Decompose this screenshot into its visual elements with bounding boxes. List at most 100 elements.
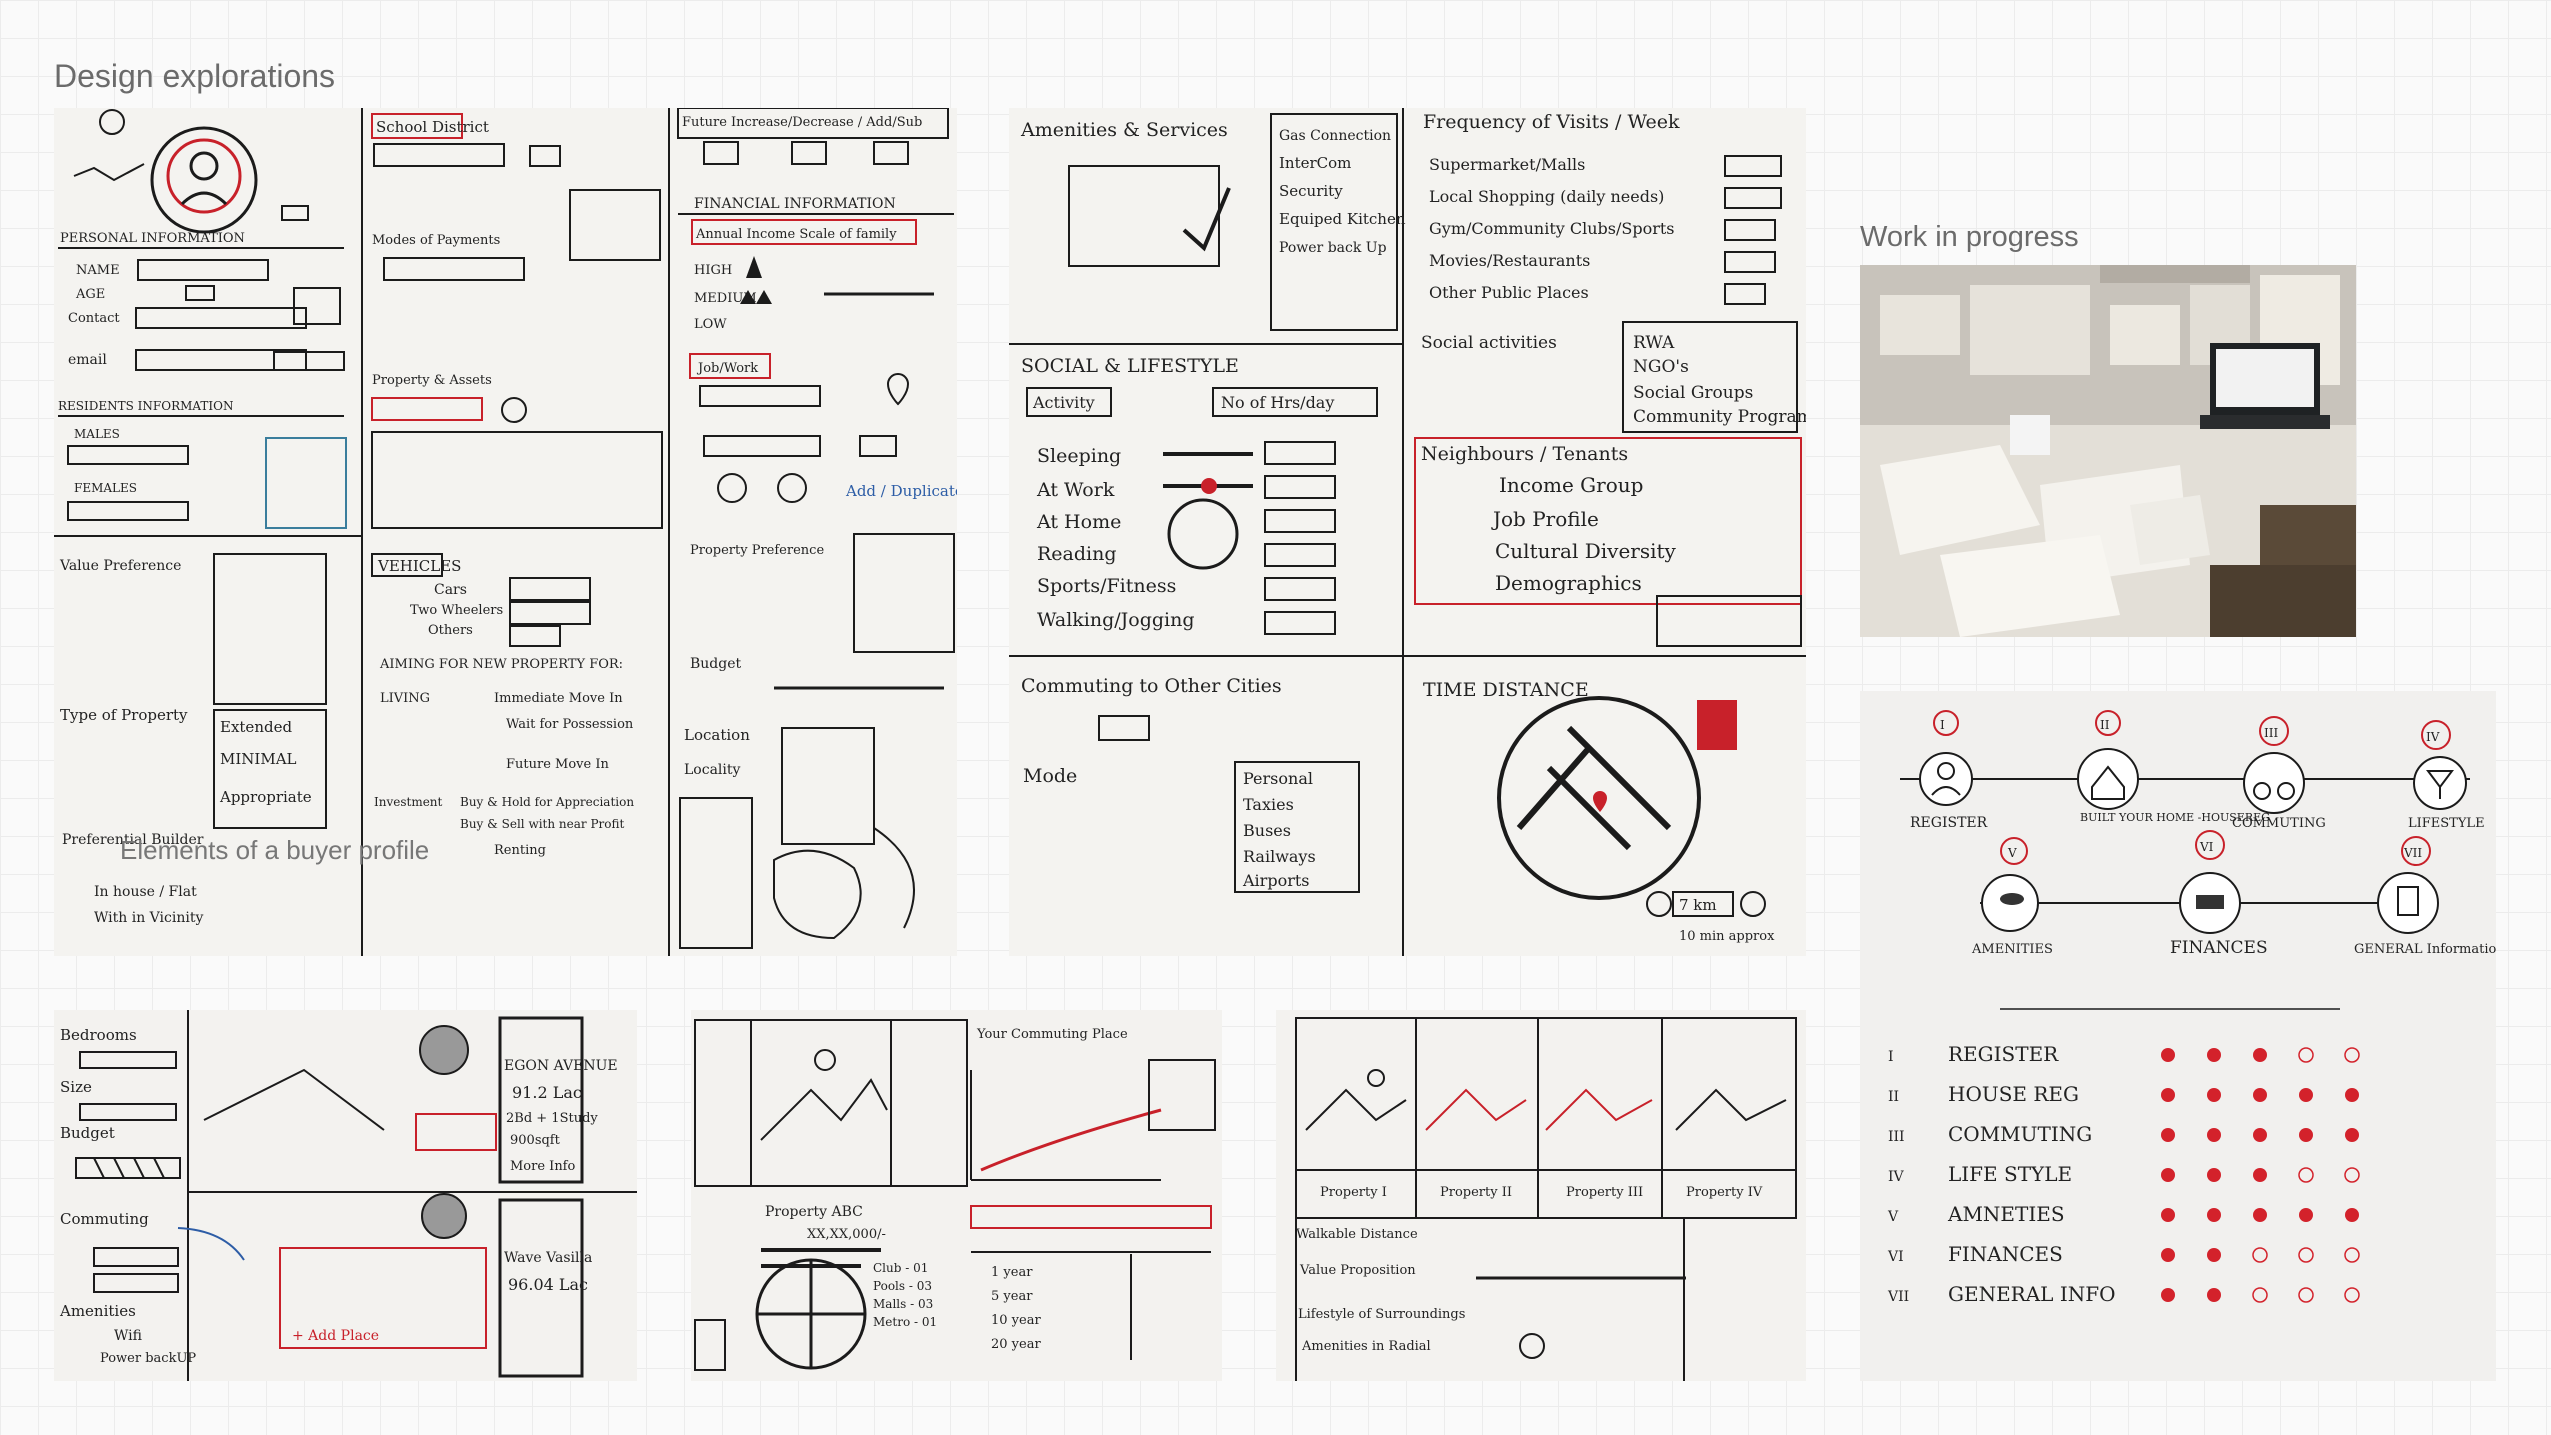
svg-text:I: I xyxy=(1940,718,1945,732)
svg-text:Buy & Sell with near Profit: Buy & Sell with near Profit xyxy=(460,817,624,831)
svg-text:In house / Flat: In house / Flat xyxy=(94,884,197,900)
progress-row-label: LIFE STYLE xyxy=(1948,1162,2072,1186)
svg-text:Social Groups: Social Groups xyxy=(1633,383,1753,403)
svg-text:Commuting: Commuting xyxy=(60,1210,149,1228)
svg-text:Lifestyle of Surroundings: Lifestyle of Surroundings xyxy=(1298,1307,1465,1322)
svg-text:GENERAL Information: GENERAL Information xyxy=(2354,942,2496,957)
svg-text:Investment: Investment xyxy=(374,795,443,809)
svg-text:5 year: 5 year xyxy=(991,1289,1033,1304)
svg-text:School District: School District xyxy=(376,118,489,136)
svg-text:2Bd + 1Study: 2Bd + 1Study xyxy=(506,1111,598,1126)
svg-text:Walking/Jogging: Walking/Jogging xyxy=(1037,609,1195,631)
svg-text:Activity: Activity xyxy=(1032,393,1095,412)
progress-dot-filled xyxy=(2161,1168,2175,1182)
progress-dot-filled xyxy=(2253,1048,2267,1062)
progress-dot-empty xyxy=(2298,1047,2314,1063)
progress-row-number: I xyxy=(1888,1049,1894,1065)
svg-text:Property & Assets: Property & Assets xyxy=(372,373,492,388)
progress-row-number: V xyxy=(1887,1209,1899,1225)
svg-text:Wait for Possession: Wait for Possession xyxy=(506,717,634,732)
svg-text:TIME DISTANCE: TIME DISTANCE xyxy=(1423,679,1589,701)
svg-text:Gas Connection: Gas Connection xyxy=(1279,128,1391,144)
svg-text:SOCIAL & LIFESTYLE: SOCIAL & LIFESTYLE xyxy=(1021,355,1239,377)
progress-row-label: FINANCES xyxy=(1948,1242,2063,1266)
svg-text:LIFESTYLE: LIFESTYLE xyxy=(2408,816,2485,831)
progress-dot-filled xyxy=(2345,1208,2359,1222)
svg-text:NGO's: NGO's xyxy=(1633,357,1689,377)
progress-row-number: IV xyxy=(1888,1169,1905,1185)
svg-text:AGE: AGE xyxy=(75,287,105,302)
svg-text:COMMUTING: COMMUTING xyxy=(2232,816,2326,831)
svg-text:LIVING: LIVING xyxy=(380,691,430,706)
svg-text:Frequency of Visits / Week: Frequency of Visits / Week xyxy=(1423,111,1680,133)
svg-text:AMENITIES: AMENITIES xyxy=(1971,942,2053,957)
svg-text:Sports/Fitness: Sports/Fitness xyxy=(1037,575,1176,597)
svg-text:HIGH: HIGH xyxy=(694,263,732,278)
svg-text:Airports: Airports xyxy=(1242,871,1309,890)
svg-text:AIMING FOR NEW PROPERTY FOR:: AIMING FOR NEW PROPERTY FOR: xyxy=(379,657,623,672)
svg-text:1 year: 1 year xyxy=(991,1265,1033,1280)
svg-text:Your Commuting Place: Your Commuting Place xyxy=(976,1027,1128,1042)
progress-dot-filled xyxy=(2161,1208,2175,1222)
svg-text:Buses: Buses xyxy=(1243,821,1291,840)
svg-text:Value Preference: Value Preference xyxy=(59,558,181,574)
flow-step-amenities: V AMENITIES xyxy=(1971,837,2053,957)
progress-row-number: VI xyxy=(1887,1249,1904,1265)
svg-text:Commuting to Other Cities: Commuting to Other Cities xyxy=(1021,675,1282,697)
svg-text:Railways: Railways xyxy=(1243,847,1316,866)
svg-text:Supermarket/Malls: Supermarket/Malls xyxy=(1429,155,1585,174)
svg-text:Power back Up: Power back Up xyxy=(1279,240,1387,256)
svg-text:Immediate Move In: Immediate Move In xyxy=(494,691,623,706)
progress-dot-filled xyxy=(2207,1088,2221,1102)
svg-text:No of Hrs/day: No of Hrs/day xyxy=(1221,393,1334,412)
svg-text:Budget: Budget xyxy=(60,1124,115,1142)
svg-text:Sleeping: Sleeping xyxy=(1037,445,1121,467)
flow-step-house-reg: II BUILT YOUR HOME -HOUSEREG xyxy=(2077,710,2270,824)
progress-row-label: COMMUTING xyxy=(1948,1122,2092,1146)
svg-text:With in Vicinity: With in Vicinity xyxy=(94,910,203,926)
progress-dot-filled xyxy=(2161,1048,2175,1062)
svg-text:RESIDENTS INFORMATION: RESIDENTS INFORMATION xyxy=(58,399,234,413)
svg-text:Property I: Property I xyxy=(1320,1185,1387,1200)
svg-text:FINANCES: FINANCES xyxy=(2170,938,2268,958)
svg-text:MALES: MALES xyxy=(74,427,120,441)
svg-text:10 year: 10 year xyxy=(991,1313,1041,1328)
svg-text:Property ABC: Property ABC xyxy=(765,1204,863,1220)
progress-dot-filled xyxy=(2253,1168,2267,1182)
svg-text:Movies/Restaurants: Movies/Restaurants xyxy=(1429,251,1590,270)
progress-dot-filled xyxy=(2207,1168,2221,1182)
property-compare-sketch-photo: Property I Property II Property III Prop… xyxy=(1276,1010,1806,1381)
svg-text:96.04 Lac: 96.04 Lac xyxy=(508,1275,588,1294)
svg-text:XX,XX,000/-: XX,XX,000/- xyxy=(807,1227,886,1242)
svg-text:Other Public Places: Other Public Places xyxy=(1429,283,1589,302)
flow-step-finances: VI FINANCES xyxy=(2170,830,2268,958)
svg-text:Wifi: Wifi xyxy=(114,1328,143,1344)
progress-dot-filled xyxy=(2161,1088,2175,1102)
svg-text:Future Move In: Future Move In xyxy=(506,757,609,772)
svg-text:At Home: At Home xyxy=(1036,511,1121,533)
progress-dot-filled xyxy=(2299,1208,2313,1222)
svg-text:Property II: Property II xyxy=(1440,1185,1512,1200)
progress-row: VI FINANCES xyxy=(1887,1242,2360,1266)
svg-text:Extended: Extended xyxy=(220,718,292,736)
svg-text:Wave Vasilla: Wave Vasilla xyxy=(504,1250,592,1266)
svg-text:Equiped Kitchen: Equiped Kitchen xyxy=(1279,210,1406,228)
flow-step-register: I REGISTER xyxy=(1910,710,1988,831)
progress-dot-filled xyxy=(2207,1288,2221,1302)
svg-text:Contact: Contact xyxy=(68,311,120,326)
svg-text:MEDIUM: MEDIUM xyxy=(694,291,757,306)
progress-dot-filled xyxy=(2253,1088,2267,1102)
progress-dot-filled xyxy=(2253,1208,2267,1222)
svg-text:Pools - 03: Pools - 03 xyxy=(873,1279,932,1293)
svg-text:Amenities in Radial: Amenities in Radial xyxy=(1301,1339,1431,1354)
progress-dot-filled xyxy=(2299,1088,2313,1102)
svg-text:III: III xyxy=(2264,726,2278,740)
progress-dot-filled xyxy=(2207,1128,2221,1142)
svg-text:Malls - 03: Malls - 03 xyxy=(873,1297,933,1311)
progress-row-number: II xyxy=(1888,1089,1899,1105)
svg-text:+ Add Place: + Add Place xyxy=(292,1328,379,1344)
svg-text:MINIMAL: MINIMAL xyxy=(220,750,297,768)
svg-text:II: II xyxy=(2100,718,2110,732)
